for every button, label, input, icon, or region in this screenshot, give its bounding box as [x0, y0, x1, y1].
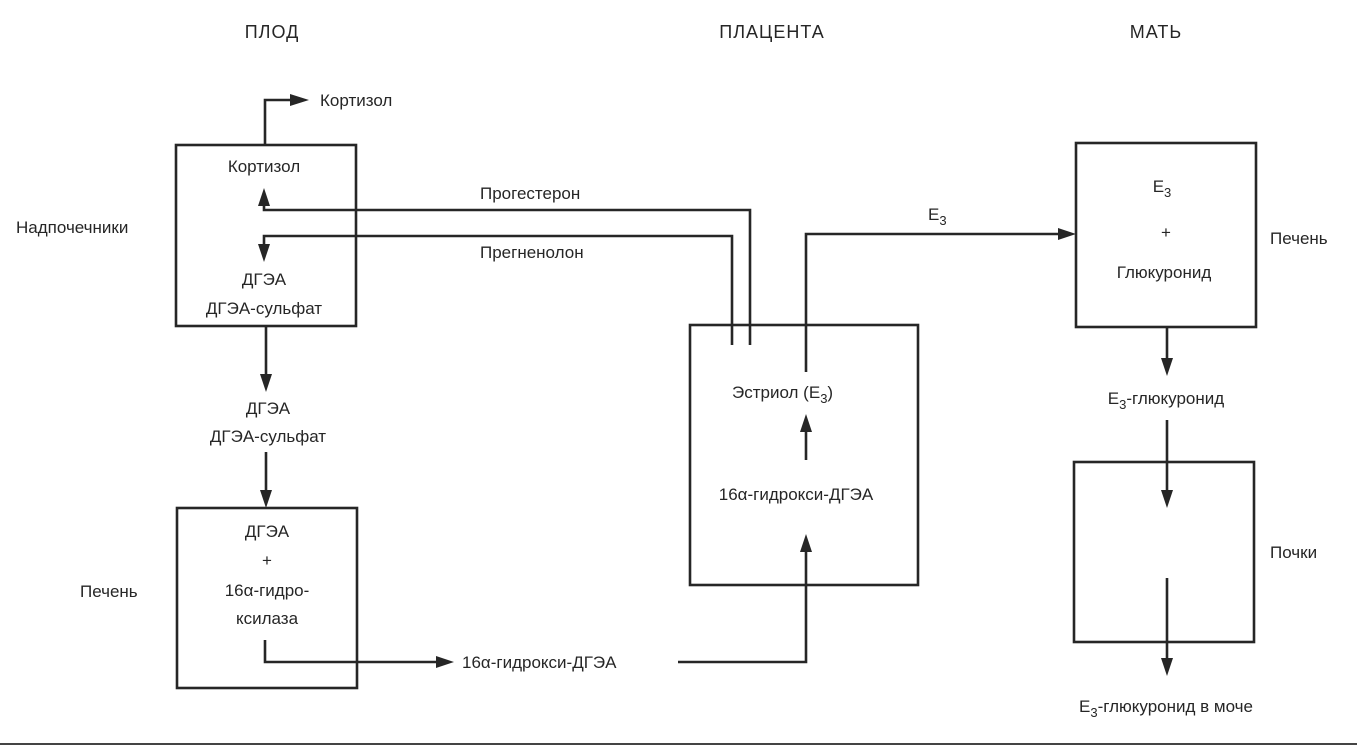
hydroxy-to-placenta-arrowhead: [800, 534, 812, 552]
transit-dhea: ДГЭА: [246, 399, 291, 418]
adrenal-to-transit-arrowhead: [260, 374, 272, 392]
liver-output-label: 16α-гидрокси-ДГЭА: [462, 653, 617, 672]
transit-dhea-sulfate: ДГЭА-сульфат: [210, 427, 326, 446]
maternal-liver-plus: +: [1161, 223, 1171, 242]
placenta-box: [688, 323, 920, 587]
cortisol-output-line: [263, 98, 295, 145]
liver-dhea: ДГЭА: [245, 522, 290, 541]
placenta-estriol: Эстриол (E3): [732, 383, 833, 406]
progesterone-arrowhead: [258, 188, 270, 206]
pregnenolone-line: [262, 234, 734, 345]
kidney-to-urine-arrowhead: [1161, 658, 1173, 676]
cortisol-output-arrowhead: [290, 94, 309, 106]
hydroxy-to-placenta-line: [678, 548, 808, 664]
column-heading-fetus: ПЛОД: [245, 22, 300, 42]
maternal-liver-e3: E3: [1153, 177, 1172, 200]
e3-transfer-label: E3: [928, 205, 947, 228]
adrenal-dhea-sulfate: ДГЭА-сульфат: [206, 299, 322, 318]
liver-plus: +: [262, 551, 272, 570]
kidney-box: [1072, 460, 1256, 644]
adrenal-dhea: ДГЭА: [242, 270, 287, 289]
e3-transfer-arrowhead: [1058, 228, 1076, 240]
kidney-label: Почки: [1270, 543, 1317, 562]
placenta-hydroxy-dhea: 16α-гидрокси-ДГЭА: [719, 485, 874, 504]
liver-enzyme-line2: ксилаза: [236, 609, 299, 628]
adrenal-label: Надпочечники: [16, 218, 128, 237]
maternal-liver-label: Печень: [1270, 229, 1328, 248]
liver-output-line: [263, 640, 440, 664]
column-heading-mother: МАТЬ: [1130, 22, 1182, 42]
adrenal-cortisol: Кортизол: [228, 157, 300, 176]
liver-to-glucuronide-arrowhead: [1161, 358, 1173, 376]
progesterone-line: [262, 200, 752, 345]
maternal-liver-glucuronide: Глюкуронид: [1117, 263, 1212, 282]
progesterone-label: Прогестерон: [480, 184, 580, 203]
column-heading-placenta: ПЛАЦЕНТА: [719, 22, 824, 42]
urine-label: E3-глюкуронид в моче: [1079, 697, 1253, 720]
pregnenolone-arrowhead: [258, 244, 270, 262]
hydroxy-to-estriol-arrowhead: [800, 414, 812, 432]
glucuronide-mid-label: E3-глюкуронид: [1108, 389, 1224, 412]
glucuronide-to-kidney-arrowhead: [1161, 490, 1173, 508]
liver-output-arrowhead: [436, 656, 454, 668]
cortisol-output-label: Кортизол: [320, 91, 392, 110]
pregnenolone-label: Прегненолон: [480, 243, 584, 262]
e3-transfer-line: [804, 232, 1062, 372]
liver-enzyme-line1: 16α-гидро-: [225, 581, 310, 600]
transit-to-liver-arrowhead: [260, 490, 272, 508]
fetal-liver-box: [175, 506, 359, 690]
fetal-liver-label: Печень: [80, 582, 138, 601]
